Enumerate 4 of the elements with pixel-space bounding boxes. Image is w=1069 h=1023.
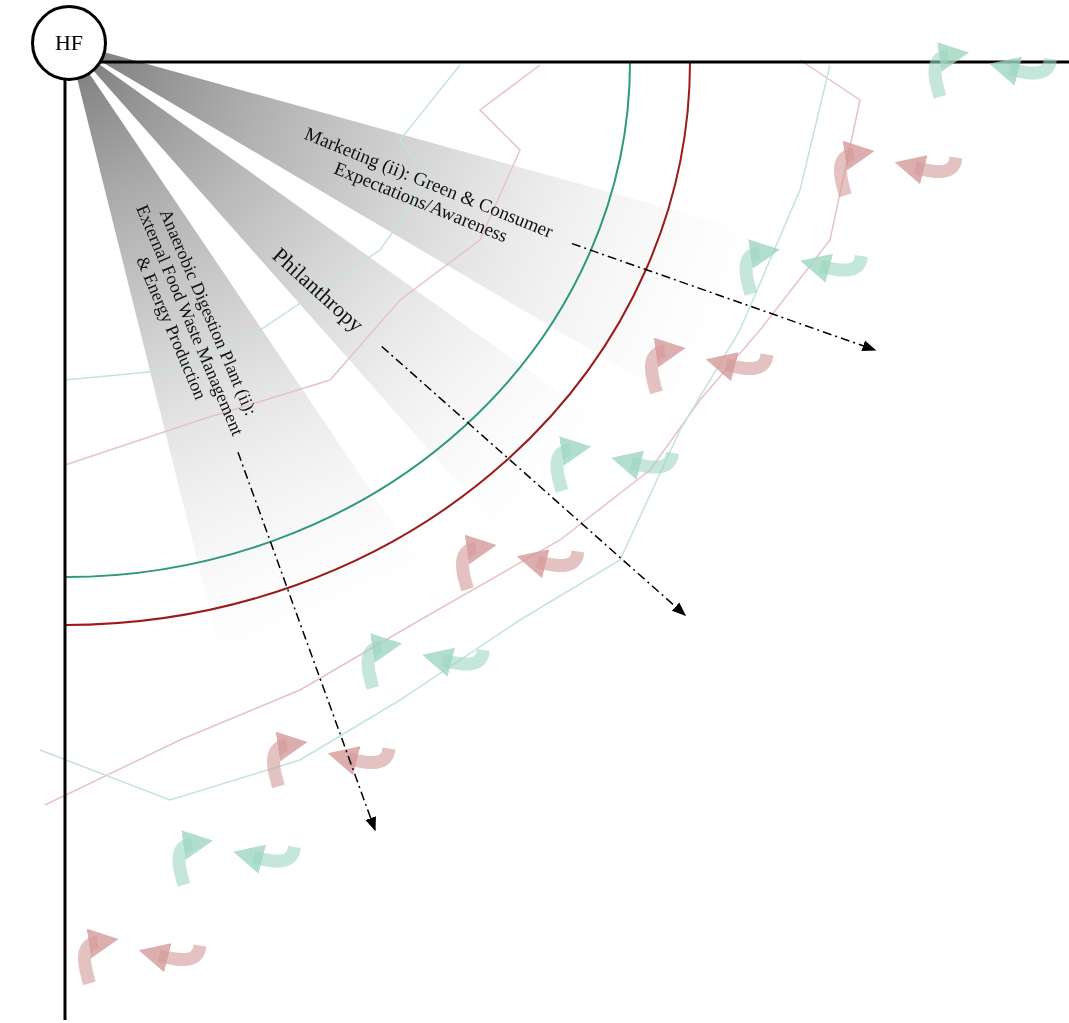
arrow bbox=[381, 345, 687, 616]
arrow bbox=[571, 242, 877, 352]
arrow bbox=[237, 451, 376, 832]
hub-circle: HF bbox=[31, 5, 107, 81]
